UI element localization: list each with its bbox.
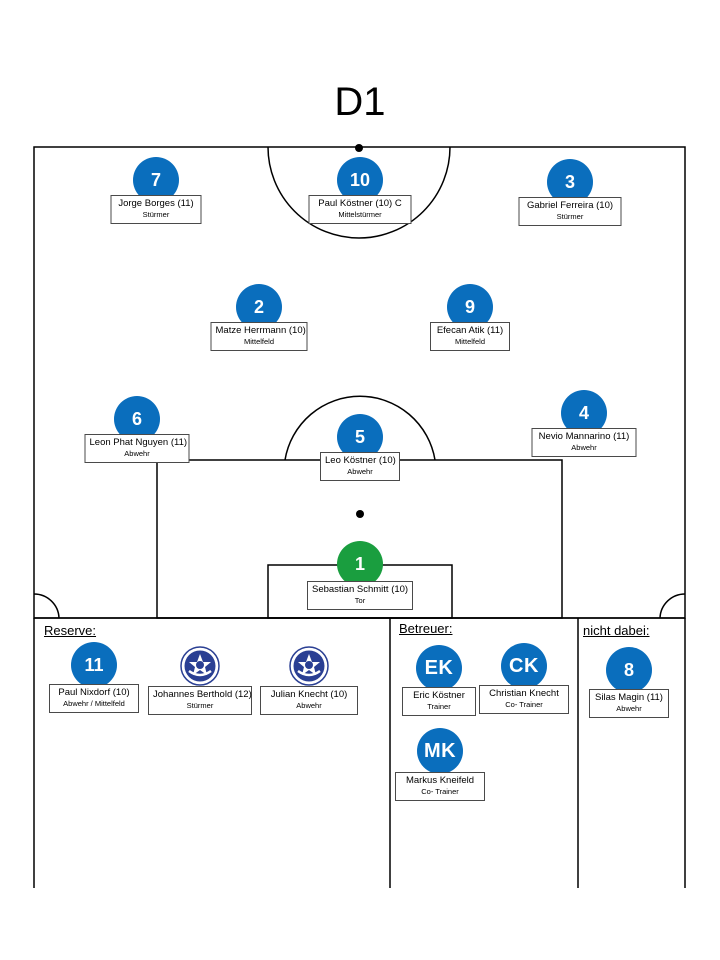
player-role: Stürmer — [556, 212, 584, 221]
player-label: Julian Knecht (10) Abwehr — [260, 686, 358, 715]
betreuer-label: Betreuer: — [399, 621, 453, 636]
page-title: D1 — [334, 80, 386, 124]
staff-label: Markus Kneifeld Co- Trainer — [395, 772, 485, 801]
player-label: Efecan Atik (11) Mittelfeld — [430, 322, 510, 351]
staff-label: Eric Köstner Trainer — [402, 687, 476, 716]
player-name: Johannes Berthold (12) — [153, 689, 252, 700]
player-label: Johannes Berthold (12) Stürmer — [148, 686, 252, 715]
player-label: Sebastian Schmitt (10) Tor — [307, 581, 413, 610]
staff-label: Christian Knecht Co- Trainer — [479, 685, 569, 714]
staff-name: Eric Köstner — [413, 690, 465, 701]
player-name: Nevio Mannarino (11) — [538, 431, 630, 442]
player-role: Mittelstürmer — [338, 210, 382, 219]
jersey-number: 11 — [71, 642, 117, 688]
absent-label: nicht dabei: — [583, 623, 650, 638]
jersey-number: 8 — [606, 647, 652, 693]
player-name: Matze Herrmann (10) — [215, 325, 306, 336]
player-name: Jorge Borges (11) — [118, 198, 194, 209]
player-role: Stürmer — [186, 701, 214, 710]
player-name: Gabriel Ferreira (10) — [526, 200, 614, 211]
staff-role: Co- Trainer — [505, 700, 543, 709]
player-label: Silas Magin (11) Abwehr — [589, 689, 669, 718]
player-name: Paul Köstner (10) C — [318, 198, 402, 209]
club-logo-icon — [180, 646, 220, 686]
player-name: Julian Knecht (10) — [270, 689, 348, 700]
player-name: Efecan Atik (11) — [436, 325, 504, 336]
reserve-label: Reserve: — [44, 623, 97, 638]
player-role: Tor — [354, 596, 366, 605]
player-role: Abwehr — [347, 467, 373, 476]
jersey-number: 1 — [337, 541, 383, 587]
player-label: Jorge Borges (11) Stürmer — [110, 195, 202, 224]
player-label: Gabriel Ferreira (10) Stürmer — [518, 197, 622, 226]
club-logo-icon — [289, 646, 329, 686]
player-label: Paul Nixdorf (10) Abwehr / Mittelfeld — [49, 684, 139, 713]
player-role: Abwehr — [296, 701, 322, 710]
staff-role: Trainer — [427, 702, 451, 711]
player-label: Paul Köstner (10) C Mittelstürmer — [308, 195, 412, 224]
player-role: Mittelfeld — [243, 337, 274, 346]
staff-initials: CK — [501, 643, 547, 689]
player-name: Leon Phat Nguyen (11) — [89, 437, 188, 448]
player-label: Matze Herrmann (10) Mittelfeld — [210, 322, 308, 351]
staff-role: Co- Trainer — [421, 787, 459, 796]
player-label: Leon Phat Nguyen (11) Abwehr — [84, 434, 190, 463]
player-name: Paul Nixdorf (10) — [58, 687, 130, 698]
player-role: Abwehr / Mittelfeld — [63, 699, 125, 708]
staff-name: Christian Knecht — [489, 688, 559, 699]
staff-name: Markus Kneifeld — [405, 775, 475, 786]
player-name: Sebastian Schmitt (10) — [312, 584, 409, 595]
player-role: Stürmer — [142, 210, 170, 219]
staff-initials: EK — [416, 645, 462, 691]
player-role: Mittelfeld — [454, 337, 485, 346]
player-role: Abwehr — [124, 449, 150, 458]
staff-initials: MK — [417, 728, 463, 774]
player-role: Abwehr — [616, 704, 642, 713]
player-role: Abwehr — [571, 443, 597, 452]
player-label: Leo Köstner (10) Abwehr — [320, 452, 400, 481]
player-label: Nevio Mannarino (11) Abwehr — [531, 428, 637, 457]
player-name: Leo Köstner (10) — [325, 455, 396, 466]
player-name: Silas Magin (11) — [595, 692, 663, 703]
